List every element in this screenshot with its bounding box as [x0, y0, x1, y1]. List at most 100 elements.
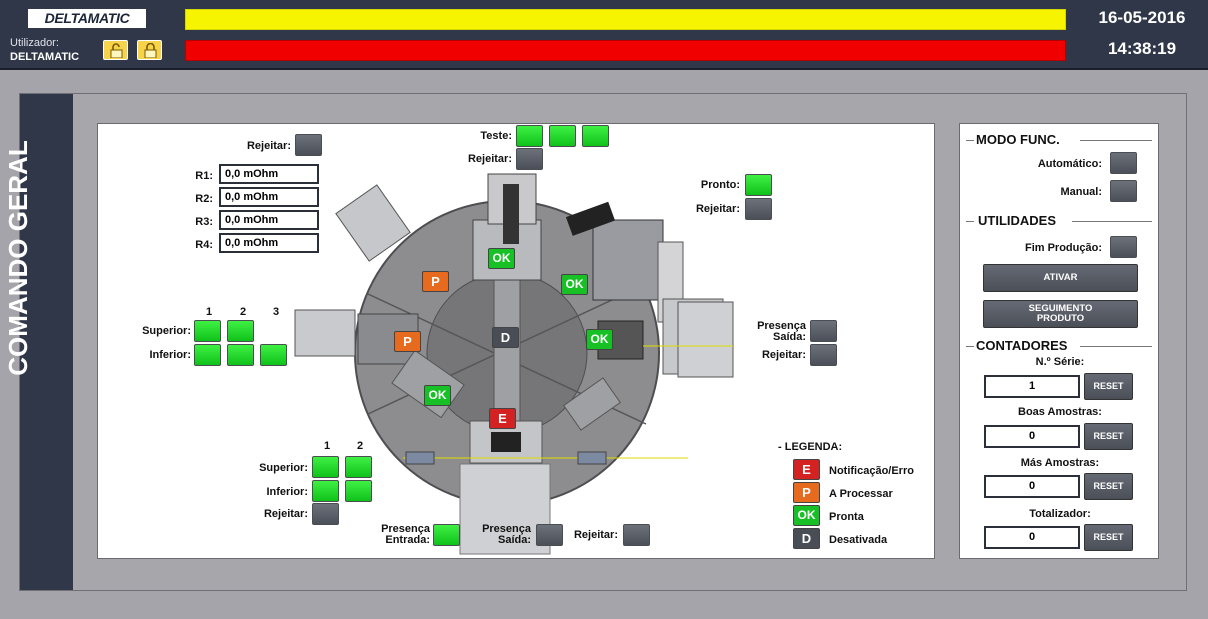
- column-3-label: 3: [273, 306, 280, 318]
- r3-value: 0,0 mOhm: [219, 210, 319, 230]
- totalizer-label: Totalizador:: [1029, 508, 1091, 520]
- legend-disabled-text: Desativada: [829, 534, 888, 546]
- sidebar: [20, 94, 73, 590]
- user-name: DELTAMATIC: [10, 51, 80, 63]
- totalizer-value: 0: [984, 526, 1080, 549]
- section-divider: [966, 140, 974, 141]
- unlock-button[interactable]: [103, 40, 128, 60]
- superior-indicator-1[interactable]: [194, 320, 221, 342]
- good-samples-reset-button[interactable]: RESET: [1084, 423, 1133, 450]
- end-production-label: Fim Produção:: [1024, 242, 1102, 254]
- station-badge-disabled: D: [492, 327, 519, 348]
- manual-toggle[interactable]: [1110, 180, 1137, 202]
- good-samples-value: 0: [984, 425, 1080, 448]
- r2-label: R2:: [195, 193, 213, 205]
- legend-title: - LEGENDA:: [778, 441, 843, 453]
- column-1-label: 1: [206, 306, 213, 318]
- r4-value: 0,0 mOhm: [219, 233, 319, 253]
- test-label: Teste:: [480, 130, 512, 142]
- mode-section-title: MODO FUNC.: [976, 132, 1060, 147]
- totalizer-reset-button[interactable]: RESET: [1084, 524, 1133, 551]
- test-indicator-2[interactable]: [549, 125, 576, 147]
- legend-error-text: Notificação/Erro: [829, 465, 914, 477]
- test-reject-label: Rejeitar:: [467, 153, 512, 165]
- station-badge-error: E: [489, 408, 516, 429]
- column-2-label: 2: [240, 306, 247, 318]
- bottom-superior-indicator-1[interactable]: [312, 456, 339, 478]
- presence-exit-bottom-indicator[interactable]: [536, 524, 563, 546]
- presence-exit-right-indicator[interactable]: [810, 320, 837, 342]
- date-display: 16-05-2016: [1098, 8, 1186, 27]
- bottom-reject2-indicator[interactable]: [623, 524, 650, 546]
- ready-reject-label: Rejeitar:: [695, 203, 740, 215]
- section-divider: [1072, 221, 1152, 222]
- bottom-inferior-indicator-2[interactable]: [345, 480, 372, 502]
- bad-samples-label: Más Amostras:: [1020, 457, 1100, 469]
- time-display: 14:38:19: [1107, 39, 1177, 58]
- left-reject-label: Rejeitar:: [246, 140, 291, 152]
- right-reject-label: Rejeitar:: [761, 349, 806, 361]
- superior-indicator-2[interactable]: [227, 320, 254, 342]
- legend-processing-text: A Processar: [829, 488, 893, 500]
- automatic-toggle[interactable]: [1110, 152, 1137, 174]
- r4-label: R4:: [195, 239, 213, 251]
- serial-number-value: 1: [984, 375, 1080, 398]
- ready-reject-indicator[interactable]: [745, 198, 772, 220]
- bottom-inferior-indicator-1[interactable]: [312, 480, 339, 502]
- activate-button[interactable]: ATIVAR: [983, 264, 1138, 292]
- test-indicator-1[interactable]: [516, 125, 543, 147]
- presence-entry-label: Presença Entrada:: [381, 523, 430, 546]
- bottom-superior-indicator-2[interactable]: [345, 456, 372, 478]
- legend-disabled-badge: D: [793, 528, 820, 549]
- unlock-icon: [110, 43, 123, 58]
- lock-icon: [144, 43, 157, 58]
- bottom-column-2-label: 2: [357, 440, 364, 452]
- bottom-inferior-label: Inferior:: [266, 486, 308, 498]
- control-panel: MODO FUNC. Automático: Manual: UTILIDADE…: [959, 123, 1159, 559]
- r1-label: R1:: [195, 170, 213, 182]
- product-tracking-button[interactable]: SEGUIMENTO PRODUTO: [983, 300, 1138, 328]
- section-divider: [966, 221, 974, 222]
- header-bar: DELTAMATIC Utilizador: DELTAMATIC 16-05-…: [0, 0, 1208, 70]
- station-badge-processing: P: [394, 331, 421, 352]
- station-badge-ready: OK: [586, 329, 613, 350]
- bottom-reject-indicator[interactable]: [312, 503, 339, 525]
- presence-entry-indicator[interactable]: [433, 524, 460, 546]
- lock-button[interactable]: [137, 40, 162, 60]
- inferior-label: Inferior:: [149, 349, 191, 361]
- utilities-section-title: UTILIDADES: [978, 213, 1056, 228]
- section-divider: [1080, 346, 1152, 347]
- inferior-indicator-3[interactable]: [260, 344, 287, 366]
- left-reject-indicator[interactable]: [295, 134, 322, 156]
- station-badge-processing: P: [422, 271, 449, 292]
- bad-samples-value: 0: [984, 475, 1080, 498]
- station-badge-ready: OK: [424, 385, 451, 406]
- test-reject-indicator[interactable]: [516, 148, 543, 170]
- bottom-reject-label: Rejeitar:: [263, 508, 308, 520]
- serial-number-label: N.º Série:: [1035, 356, 1085, 368]
- end-production-toggle[interactable]: [1110, 236, 1137, 258]
- bottom-reject2-label: Rejeitar:: [573, 529, 618, 541]
- section-divider: [966, 346, 974, 347]
- inferior-indicator-1[interactable]: [194, 344, 221, 366]
- manual-label: Manual:: [1060, 186, 1102, 198]
- test-indicator-3[interactable]: [582, 125, 609, 147]
- bottom-column-1-label: 1: [324, 440, 331, 452]
- right-reject-indicator[interactable]: [810, 344, 837, 366]
- superior-label: Superior:: [142, 325, 191, 337]
- legend-error-badge: E: [793, 459, 820, 480]
- user-label: Utilizador:: [10, 37, 59, 49]
- bad-samples-reset-button[interactable]: RESET: [1084, 473, 1133, 500]
- ready-label: Pronto:: [700, 179, 740, 191]
- machine-panel: P OK OK P D OK OK E Rejeitar: R1: 0,0 mO…: [97, 123, 935, 559]
- legend-ready-text: Pronta: [829, 511, 864, 523]
- ready-indicator[interactable]: [745, 174, 772, 196]
- legend-ready-badge: OK: [793, 505, 820, 526]
- r2-value: 0,0 mOhm: [219, 187, 319, 207]
- r3-label: R3:: [195, 216, 213, 228]
- status-bar-alarm: [185, 40, 1066, 61]
- serial-number-reset-button[interactable]: RESET: [1084, 373, 1133, 400]
- station-badge-ready: OK: [561, 274, 588, 295]
- legend-processing-badge: P: [793, 482, 820, 503]
- inferior-indicator-2[interactable]: [227, 344, 254, 366]
